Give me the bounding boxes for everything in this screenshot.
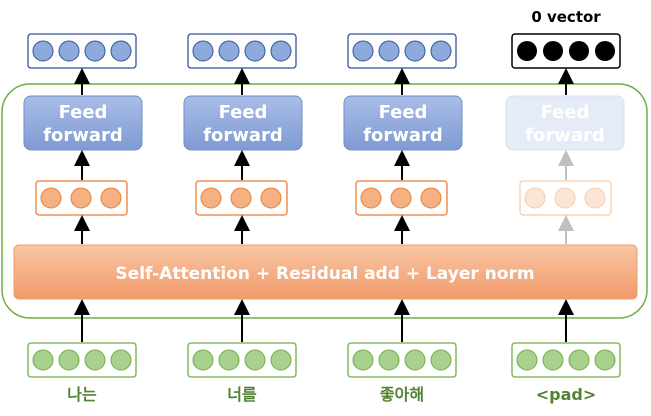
input-vector-4	[511, 342, 621, 378]
input-vector-3	[347, 342, 457, 378]
input-cell	[32, 349, 54, 371]
output-cell	[218, 40, 240, 62]
output-cell	[32, 40, 54, 62]
input-cell	[110, 349, 132, 371]
zero-cell	[517, 41, 537, 61]
ffn-label-line2: forward	[363, 125, 443, 146]
hidden-cell	[100, 187, 122, 209]
self-attention-bar	[13, 244, 638, 300]
column-1: Feed forward 나는	[23, 33, 143, 404]
output-cell	[352, 40, 374, 62]
output-cell	[192, 40, 214, 62]
hidden-cell-faded	[584, 187, 606, 209]
token-label-2: 너를	[227, 385, 257, 404]
input-cell	[430, 349, 452, 371]
output-cell	[270, 40, 292, 62]
column-3: Feed forward 좋아해	[343, 33, 463, 404]
input-cell	[542, 349, 564, 371]
column-2: Feed forward 너를	[183, 33, 303, 404]
output-cell	[58, 40, 80, 62]
ffn-label-line2: forward	[43, 125, 123, 146]
hidden-cell	[40, 187, 62, 209]
input-vector-1	[27, 342, 137, 378]
output-cell	[110, 40, 132, 62]
output-cell	[244, 40, 266, 62]
zero-cell	[569, 41, 589, 61]
input-cell	[404, 349, 426, 371]
zero-cell	[595, 41, 615, 61]
zero-vector-label: 0 vector	[531, 8, 601, 26]
token-label-3: 좋아해	[380, 385, 424, 404]
hidden-cell-faded	[554, 187, 576, 209]
hidden-cell	[200, 187, 222, 209]
input-cell	[378, 349, 400, 371]
ffn-label-line1: Feed	[541, 102, 590, 123]
output-cell	[84, 40, 106, 62]
input-cell	[352, 349, 374, 371]
self-attention-label: Self-Attention + Residual add + Layer no…	[115, 264, 534, 284]
hidden-cell	[230, 187, 252, 209]
column-4-pad: 0 vector Feed forward <pad>	[505, 8, 625, 404]
hidden-cell	[390, 187, 412, 209]
ffn-label-line1: Feed	[379, 102, 428, 123]
hidden-cell	[360, 187, 382, 209]
input-vector-2	[187, 342, 297, 378]
input-cell	[516, 349, 538, 371]
input-cell	[84, 349, 106, 371]
ffn-label-line1: Feed	[59, 102, 108, 123]
ffn-label-line2: forward	[525, 125, 605, 146]
output-cell	[378, 40, 400, 62]
input-cell	[270, 349, 292, 371]
zero-cell	[543, 41, 563, 61]
encoder-frame	[1, 83, 648, 319]
hidden-cell	[260, 187, 282, 209]
output-cell	[430, 40, 452, 62]
input-cell	[192, 349, 214, 371]
token-label-4: <pad>	[536, 385, 597, 404]
ffn-label-line2: forward	[203, 125, 283, 146]
input-cell	[244, 349, 266, 371]
hidden-cell	[70, 187, 92, 209]
input-cell	[594, 349, 616, 371]
hidden-cell	[420, 187, 442, 209]
input-cell	[58, 349, 80, 371]
input-cell	[568, 349, 590, 371]
output-cell	[404, 40, 426, 62]
input-cell	[218, 349, 240, 371]
hidden-cell-faded	[524, 187, 546, 209]
token-label-1: 나는	[67, 385, 97, 404]
ffn-label-line1: Feed	[219, 102, 268, 123]
